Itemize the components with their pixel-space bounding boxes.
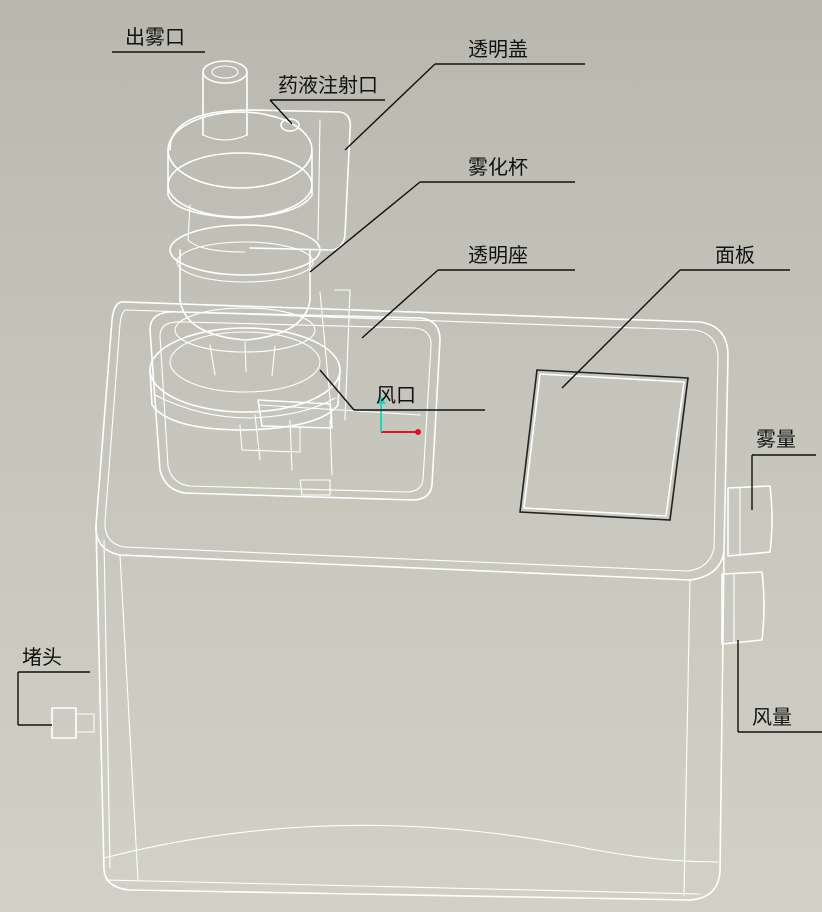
label-panel: 面板 <box>715 243 755 267</box>
mist-volume-knob <box>727 485 773 557</box>
x-axis-tip <box>415 429 421 435</box>
plug <box>51 707 95 739</box>
label-plug: 堵头 <box>22 645 62 669</box>
label-transparent-base: 透明座 <box>468 243 528 267</box>
y-axis-arrow <box>376 396 386 404</box>
labels: 出雾口 药液注射口 透明盖 雾化杯 透明座 面板 风口 雾量 堵头 风量 <box>22 25 796 729</box>
label-mist-outlet: 出雾口 <box>125 25 185 49</box>
transparent-cover <box>167 60 352 253</box>
label-nebulizer-cup: 雾化杯 <box>468 155 528 179</box>
label-air-outlet: 风口 <box>376 383 416 407</box>
leader-lines <box>17 51 822 733</box>
device-body <box>95 301 729 901</box>
nebulizer-cup <box>149 224 341 453</box>
control-panel <box>519 369 689 521</box>
air-volume-knob <box>721 571 765 645</box>
label-air-volume: 风量 <box>752 705 792 729</box>
coordinate-axis-triad <box>376 396 421 435</box>
label-mist-volume: 雾量 <box>756 427 796 451</box>
label-injection-port: 药液注射口 <box>278 73 378 97</box>
transparent-base <box>149 289 441 501</box>
label-transparent-cover: 透明盖 <box>468 37 528 61</box>
